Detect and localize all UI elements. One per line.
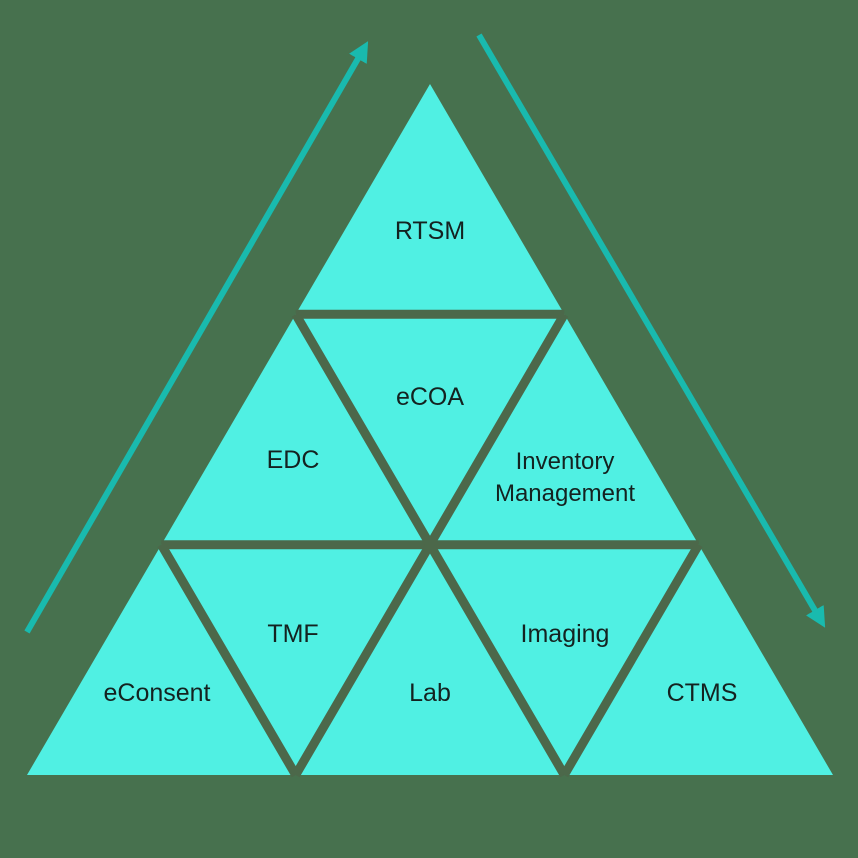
cell-label-imaging: Imaging <box>521 620 610 648</box>
cell-tmf <box>161 544 431 775</box>
divider-diagonal-left-upper <box>291 312 569 778</box>
cell-label-ctms: CTMS <box>667 679 738 707</box>
divider-diagonal-right-lower <box>157 542 300 778</box>
cell-label-inventory-line2: Management <box>495 480 635 507</box>
pyramid-dividers <box>157 309 703 778</box>
cell-econsent <box>27 544 296 775</box>
cell-label-lab: Lab <box>409 679 451 707</box>
cell-label-inventory-line1: Inventory <box>516 448 615 475</box>
pyramid-labels: RTSM EDC eCOA Inventory Management eCons… <box>103 217 737 707</box>
cell-imaging <box>430 544 699 775</box>
cell-label-edc: EDC <box>267 446 320 474</box>
cell-label-ecoa: eCOA <box>396 383 464 411</box>
cell-label-rtsm: RTSM <box>395 217 465 245</box>
descending-arrow-icon <box>476 33 826 628</box>
pyramid-cells <box>27 84 833 775</box>
cell-rtsm <box>295 84 565 315</box>
flow-arrows <box>24 33 826 634</box>
cell-ecoa <box>295 314 565 545</box>
cell-label-econsent: eConsent <box>103 679 210 707</box>
cell-inventory-management <box>430 314 699 545</box>
cell-edc <box>161 314 431 545</box>
cell-lab <box>295 544 565 775</box>
ascending-arrow-icon <box>24 41 369 634</box>
divider-diagonal-left-lower <box>560 542 703 778</box>
cell-label-tmf: TMF <box>267 620 318 648</box>
cell-ctms <box>564 544 833 775</box>
